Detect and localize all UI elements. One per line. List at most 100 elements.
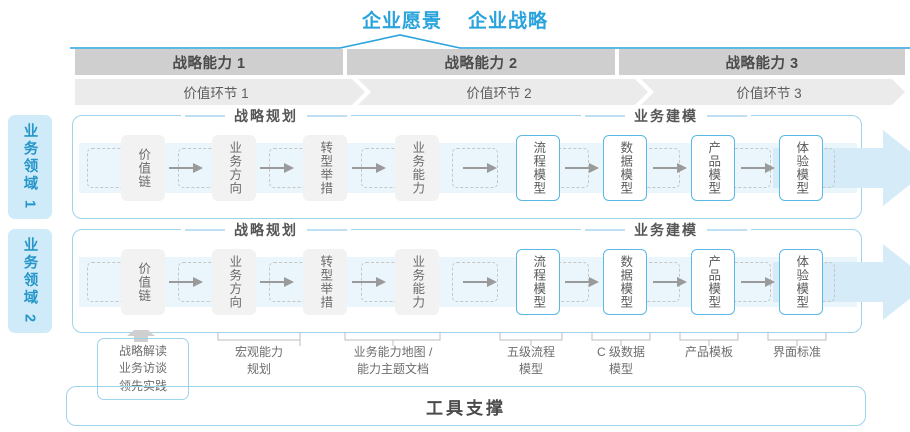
node-label: 业务方向	[227, 255, 242, 309]
enterprise-vision-title: 企业愿景	[361, 11, 442, 32]
section-rule-right-icon	[307, 229, 347, 231]
annotation-2: 宏观能力 规划	[214, 344, 304, 379]
section-label-planning-1: 战略规划	[234, 108, 298, 124]
value-link-cell-3: 价值环节 3	[641, 79, 905, 105]
annotation-5: C 级数据 模型	[576, 344, 666, 379]
section-rule-left-icon	[585, 229, 625, 231]
annotation-line: 界面标准	[772, 345, 821, 359]
domain-tab-label-2: 业务领域 2	[21, 236, 38, 326]
node-label: 产品模型	[706, 255, 721, 309]
step-arrow-icon	[169, 163, 203, 173]
annotation-line: C 级数据	[596, 345, 645, 359]
section-rule-right-icon	[707, 229, 747, 231]
node-box-8[interactable]: 体验模型	[779, 135, 823, 201]
placeholder-box	[452, 148, 498, 188]
node-box-3[interactable]: 转型举措	[303, 135, 347, 201]
node-label: 业务方向	[227, 141, 242, 195]
value-link-cell-2: 价值环节 2	[358, 79, 648, 105]
annotation-line: 能力主题文档	[356, 362, 429, 377]
tool-support-label: 工具支撑	[426, 398, 506, 418]
node-box-6[interactable]: 数据模型	[603, 135, 647, 201]
domain-tab-2: 业务领域 2	[8, 229, 52, 333]
step-arrow-icon	[653, 163, 687, 173]
node-box-7[interactable]: 产品模型	[691, 249, 735, 315]
vision-strategy-titles: 企业愿景 企业战略	[0, 6, 910, 33]
node-box-1[interactable]: 价值链	[121, 249, 165, 315]
node-box-2[interactable]: 业务方向	[212, 249, 256, 315]
node-label: 体验模型	[794, 255, 809, 309]
process-row-2: 战略规划 业务建模 价值链 业务方向 转型举措 业务能力 流程模型 数据模型 产…	[72, 220, 910, 333]
node-label: 流程模型	[531, 255, 546, 309]
step-arrow-icon	[463, 277, 497, 287]
tool-support-footer: 工具支撑	[66, 386, 866, 426]
node-box-5[interactable]: 流程模型	[516, 249, 560, 315]
capability-cell-1: 战略能力 1	[75, 49, 343, 75]
step-arrow-icon	[352, 163, 386, 173]
step-arrow-icon	[741, 163, 775, 173]
peak-connector-line	[70, 34, 910, 49]
section-title-planning-2: 战略规划	[181, 220, 351, 240]
annotation-1: 战略解读 业务访谈 领先实践	[97, 338, 189, 401]
section-rule-right-icon	[307, 115, 347, 117]
annotation-line: 模型	[518, 362, 543, 377]
process-row-1: 战略规划 业务建模 价值链 业务方向 转型举措 业务能力 流程模型 数据模型 产…	[72, 106, 910, 219]
domain-tab-label-1: 业务领域 1	[21, 122, 38, 212]
step-arrow-icon	[565, 163, 599, 173]
node-box-1[interactable]: 价值链	[121, 135, 165, 201]
section-rule-left-icon	[185, 115, 225, 117]
node-label: 转型举措	[318, 141, 333, 195]
step-arrow-icon	[653, 277, 687, 287]
node-box-6[interactable]: 数据模型	[603, 249, 647, 315]
section-rule-right-icon	[707, 115, 747, 117]
annotation-line: 产品模板	[684, 345, 733, 359]
node-label: 价值链	[136, 261, 151, 303]
node-box-3[interactable]: 转型举措	[303, 249, 347, 315]
placeholder-box	[452, 262, 498, 302]
annotation-brackets	[127, 330, 827, 346]
annotation-line: 宏观能力	[234, 345, 283, 359]
capability-cell-3: 战略能力 3	[619, 49, 905, 75]
node-label: 业务能力	[410, 255, 425, 309]
annotation-line: 规划	[246, 362, 271, 377]
step-arrow-icon	[352, 277, 386, 287]
annotation-line: 五级流程	[506, 345, 555, 359]
node-box-2[interactable]: 业务方向	[212, 135, 256, 201]
node-box-4[interactable]: 业务能力	[395, 135, 439, 201]
node-box-8[interactable]: 体验模型	[779, 249, 823, 315]
node-label: 流程模型	[531, 141, 546, 195]
section-label-modeling-2: 业务建模	[634, 222, 698, 238]
section-title-modeling-2: 业务建模	[581, 220, 751, 240]
node-label: 价值链	[136, 147, 151, 189]
value-link-label-3: 价值环节 3	[736, 86, 802, 101]
section-label-modeling-1: 业务建模	[634, 108, 698, 124]
value-link-label-2: 价值环节 2	[466, 86, 532, 101]
node-box-7[interactable]: 产品模型	[691, 135, 735, 201]
capability-cell-2: 战略能力 2	[347, 49, 615, 75]
node-box-5[interactable]: 流程模型	[516, 135, 560, 201]
step-arrow-icon	[741, 277, 775, 287]
node-label: 产品模型	[706, 141, 721, 195]
step-arrow-icon	[463, 163, 497, 173]
node-label: 业务能力	[410, 141, 425, 195]
step-arrow-icon	[565, 277, 599, 287]
annotation-line: 战略解读	[118, 344, 167, 358]
node-label: 体验模型	[794, 141, 809, 195]
annotation-line: 业务能力地图 /	[353, 345, 433, 359]
step-arrow-icon	[169, 277, 203, 287]
section-title-modeling-1: 业务建模	[581, 106, 751, 126]
node-box-4[interactable]: 业务能力	[395, 249, 439, 315]
annotation-3: 业务能力地图 / 能力主题文档	[333, 344, 453, 379]
node-label: 数据模型	[618, 141, 633, 195]
annotation-7: 界面标准	[752, 344, 842, 361]
annotation-line: 模型	[608, 362, 633, 377]
annotation-line: 领先实践	[118, 378, 167, 393]
section-title-planning-1: 战略规划	[181, 106, 351, 126]
value-link-cell-1: 价值环节 1	[75, 79, 365, 105]
annotation-4: 五级流程 模型	[486, 344, 576, 379]
section-rule-left-icon	[585, 115, 625, 117]
annotation-line: 业务访谈	[118, 361, 167, 376]
annotation-6: 产品模板	[664, 344, 754, 361]
value-link-row: 价值环节 1 价值环节 2 价值环节 3	[75, 79, 905, 105]
capability-header-row: 战略能力 1 战略能力 2 战略能力 3	[75, 49, 905, 75]
node-label: 转型举措	[318, 255, 333, 309]
